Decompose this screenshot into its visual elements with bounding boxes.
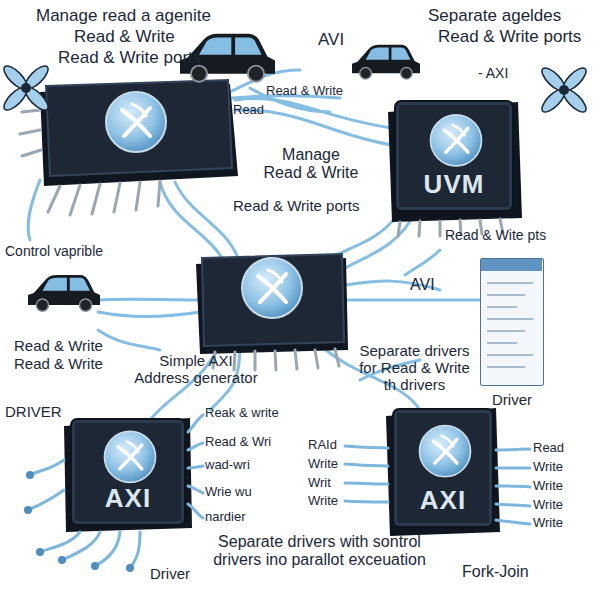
text-label: DRIVER	[5, 404, 62, 421]
logo-icon	[105, 431, 156, 482]
document-line	[487, 306, 517, 308]
text-label: Read & Write	[266, 84, 343, 99]
chip-box: UVM	[394, 100, 514, 212]
logo-icon	[431, 115, 482, 166]
node-text: AXI	[420, 485, 466, 516]
text-label: Separate drivers with sontrol drivers in…	[212, 533, 427, 569]
document-header	[481, 259, 542, 271]
chip-box: AXI	[392, 408, 494, 528]
logo-icon	[420, 426, 471, 477]
document-line	[487, 294, 525, 296]
text-label: Read & Write	[14, 338, 103, 355]
text-label: Fork-Join	[462, 563, 529, 581]
text-label: Driver	[150, 566, 190, 583]
document-line	[487, 354, 533, 356]
node-text: Driver	[492, 391, 532, 408]
text-label: Separate ageldes	[428, 6, 561, 25]
text-label: Wrie wu	[205, 485, 252, 500]
text-label: Read & Write	[14, 356, 103, 373]
text-label: Write	[308, 494, 338, 509]
text-label: nardier	[205, 510, 245, 525]
text-label: Write	[308, 457, 338, 472]
chip-box: AXI	[70, 418, 186, 526]
document-line	[487, 366, 525, 368]
document-lines	[479, 257, 543, 385]
text-label: Control vaprible	[5, 244, 103, 260]
document-line	[487, 342, 517, 344]
text-label: RAId	[308, 438, 337, 453]
text-label: Write	[533, 498, 563, 513]
text-label: AVI	[318, 30, 344, 49]
text-label: Separate drivers for Read & Write th dri…	[352, 343, 477, 393]
document-line	[487, 318, 533, 320]
car-icon	[28, 275, 100, 311]
text-label: Reak & write	[205, 406, 279, 421]
car-icon	[352, 45, 420, 79]
text-label: Write	[533, 479, 563, 494]
text-label: Simple AXI Address generator	[132, 353, 260, 387]
text-label: - AXI	[478, 66, 508, 82]
document-line	[487, 282, 533, 284]
text-label: Manage Read & Write	[262, 146, 360, 182]
text-label: Read & Wite pts	[445, 228, 546, 244]
document-line	[487, 330, 525, 332]
document-box: Driver	[480, 258, 544, 386]
chip-illustration	[20, 80, 238, 215]
text-label: wad-wri	[205, 458, 250, 473]
text-label: Write	[533, 460, 563, 475]
fan-icon	[1, 63, 52, 114]
text-label: Manage read a agenite	[36, 6, 211, 25]
text-label: AVI	[410, 276, 435, 294]
text-label: Read & Wri	[205, 435, 271, 450]
chip-illustration	[24, 102, 530, 572]
text-label: Read & Write ports	[438, 27, 581, 46]
node-text: AXI	[105, 483, 151, 514]
text-label: Read & Write ports	[58, 48, 201, 67]
text-label: Write	[533, 516, 563, 531]
text-label: Read	[533, 441, 564, 456]
text-label: Writ	[308, 476, 331, 491]
node-text: UVM	[424, 169, 485, 200]
fan-icon	[539, 65, 590, 116]
text-label: Read & Write	[74, 27, 175, 46]
text-label: Read & Write ports	[233, 198, 359, 215]
text-label: Read	[233, 103, 264, 118]
